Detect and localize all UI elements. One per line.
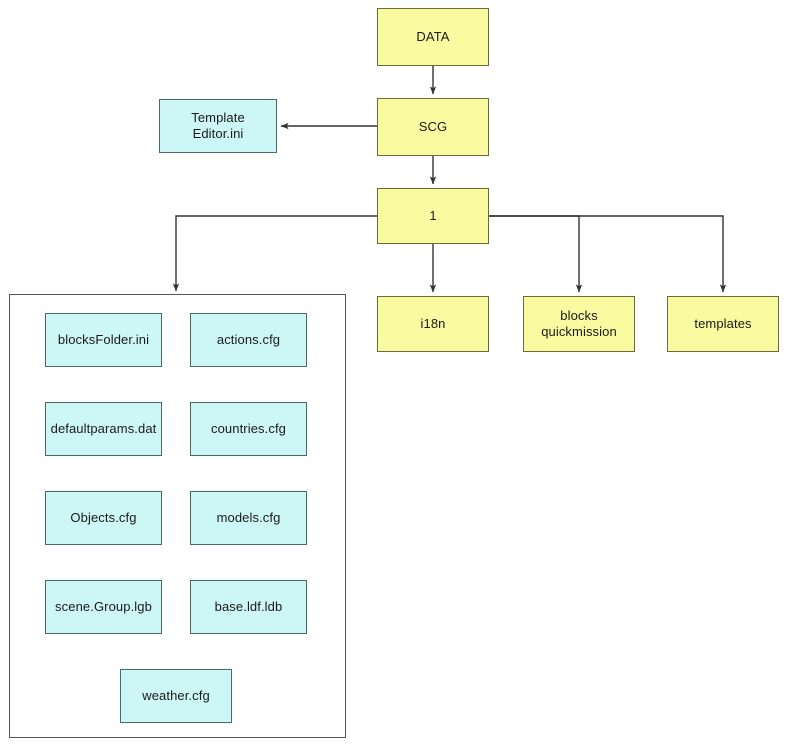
node-data-label: DATA [416,29,450,44]
file-node-objects-cfg[interactable]: Objects.cfg [45,491,162,545]
node-one[interactable]: 1 [377,188,489,244]
file-node-weather-cfg[interactable]: weather.cfg [120,669,232,723]
file-label: defaultparams.dat [50,421,157,436]
node-scg[interactable]: SCG [377,98,489,156]
file-label: countries.cfg [210,421,286,436]
file-node-scene-group-lgb[interactable]: scene.Group.lgb [45,580,162,634]
node-template-editor-ini[interactable]: Template Editor.ini [159,99,277,153]
node-templates[interactable]: templates [667,296,779,352]
file-group-container [9,294,346,738]
file-node-models-cfg[interactable]: models.cfg [190,491,307,545]
node-i18n[interactable]: i18n [377,296,489,352]
edge-one-to-templates [489,215,727,293]
edge-one-to-blocks-quickmission [489,215,583,293]
file-node-blocksfolder-ini[interactable]: blocksFolder.ini [45,313,162,367]
node-data[interactable]: DATA [377,8,489,66]
node-template-editor-ini-label: Template Editor.ini [191,110,245,141]
node-one-label: 1 [429,208,437,223]
file-node-defaultparams-dat[interactable]: defaultparams.dat [45,402,162,456]
node-scg-label: SCG [418,119,448,134]
file-label: Objects.cfg [70,510,137,525]
file-label: base.ldf.ldb [214,599,283,614]
file-node-actions-cfg[interactable]: actions.cfg [190,313,307,367]
file-label: weather.cfg [142,688,210,703]
file-label: models.cfg [216,510,281,525]
node-templates-label: templates [694,316,752,331]
file-node-base-ldf-ldb[interactable]: base.ldf.ldb [190,580,307,634]
node-i18n-label: i18n [420,316,446,331]
file-node-countries-cfg[interactable]: countries.cfg [190,402,307,456]
file-label: blocksFolder.ini [57,332,150,347]
node-blocks-quickmission-label: blocks quickmission [541,308,617,339]
file-label: scene.Group.lgb [55,599,152,614]
edge-one-to-file-group [172,215,377,292]
node-blocks-quickmission[interactable]: blocks quickmission [523,296,635,352]
file-label: actions.cfg [216,332,281,347]
